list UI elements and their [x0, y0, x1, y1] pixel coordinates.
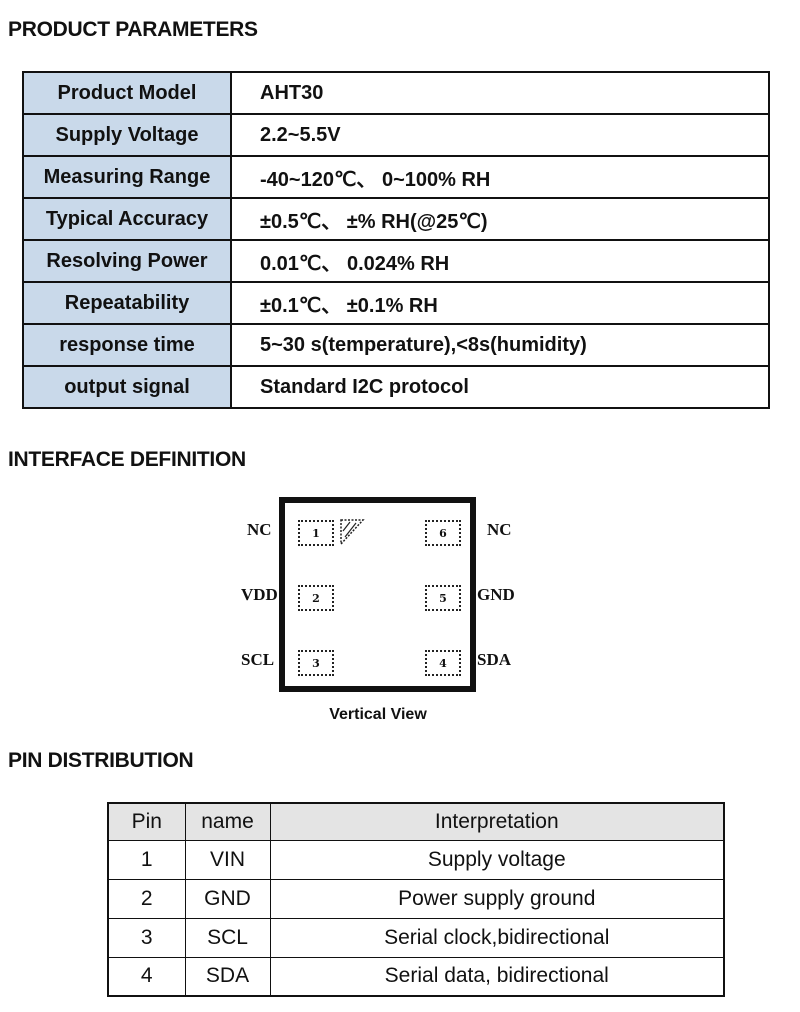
pin-number: 3 — [107, 917, 186, 958]
pin-distribution-table: Pin name Interpretation 1 VIN Supply vol… — [107, 802, 725, 997]
pin-interpretation: Serial clock,bidirectional — [269, 917, 725, 958]
param-label: Repeatability — [22, 281, 232, 325]
param-label: Product Model — [22, 71, 232, 115]
pin-interpretation: Power supply ground — [269, 878, 725, 919]
param-value: Standard I2C protocol — [230, 365, 770, 409]
param-value: 0.01℃、 0.024% RH — [230, 239, 770, 283]
pin-name: GND — [184, 878, 271, 919]
param-value: -40~120℃、 0~100% RH — [230, 155, 770, 199]
table-row: 2 GND Power supply ground — [107, 878, 725, 919]
param-value: 2.2~5.5V — [230, 113, 770, 157]
pin-name: SCL — [184, 917, 271, 958]
pin-number: 4 — [107, 956, 186, 997]
table-row: Repeatability±0.1℃、 ±0.1% RH — [22, 281, 770, 325]
pin-label-scl: SCL — [241, 650, 275, 669]
table-header-row: Pin name Interpretation — [107, 802, 725, 841]
pin-label-nc-left: NC — [247, 520, 272, 539]
param-label: Typical Accuracy — [22, 197, 232, 241]
table-row: Typical Accuracy±0.5℃、 ±% RH(@25℃) — [22, 197, 770, 241]
pin-label-sda: SDA — [477, 650, 512, 669]
param-value: ±0.5℃、 ±% RH(@25℃) — [230, 197, 770, 241]
pad-5: 5 — [425, 585, 461, 611]
param-value: 5~30 s(temperature),<8s(humidity) — [230, 323, 770, 367]
param-value: AHT30 — [230, 71, 770, 115]
pin1-marker-icon — [340, 519, 365, 546]
pin-label-gnd: GND — [477, 585, 515, 604]
param-label: output signal — [22, 365, 232, 409]
pin-name: SDA — [184, 956, 271, 997]
pin-number: 1 — [107, 839, 186, 880]
pad-3: 3 — [298, 650, 334, 676]
product-parameters-title: PRODUCT PARAMETERS — [8, 18, 258, 41]
pin-number: 2 — [107, 878, 186, 919]
header-pin: Pin — [107, 802, 186, 841]
pad-2: 2 — [298, 585, 334, 611]
interface-definition-title: INTERFACE DEFINITION — [8, 448, 246, 471]
table-row: 3 SCL Serial clock,bidirectional — [107, 917, 725, 958]
pin-name: VIN — [184, 839, 271, 880]
param-value: ±0.1℃、 ±0.1% RH — [230, 281, 770, 325]
param-label: response time — [22, 323, 232, 367]
pin-interpretation: Serial data, bidirectional — [269, 956, 725, 997]
header-interpretation: Interpretation — [269, 802, 725, 841]
pin-interpretation: Supply voltage — [269, 839, 725, 880]
pin-distribution-title: PIN DISTRIBUTION — [8, 749, 194, 772]
param-label: Supply Voltage — [22, 113, 232, 157]
table-row: 1 VIN Supply voltage — [107, 839, 725, 880]
pad-4: 4 — [425, 650, 461, 676]
pad-6: 6 — [425, 520, 461, 546]
table-row: Measuring Range-40~120℃、 0~100% RH — [22, 155, 770, 199]
table-row: 4 SDA Serial data, bidirectional — [107, 956, 725, 997]
param-label: Measuring Range — [22, 155, 232, 199]
pad-1: 1 — [298, 520, 334, 546]
param-label: Resolving Power — [22, 239, 232, 283]
header-name: name — [184, 802, 271, 841]
pin-label-vdd: VDD — [241, 585, 278, 604]
sensor-chip-outline: 1 2 3 4 5 6 — [279, 497, 476, 692]
vertical-view-caption: Vertical View — [329, 706, 427, 723]
pin-label-nc-right: NC — [487, 520, 512, 539]
